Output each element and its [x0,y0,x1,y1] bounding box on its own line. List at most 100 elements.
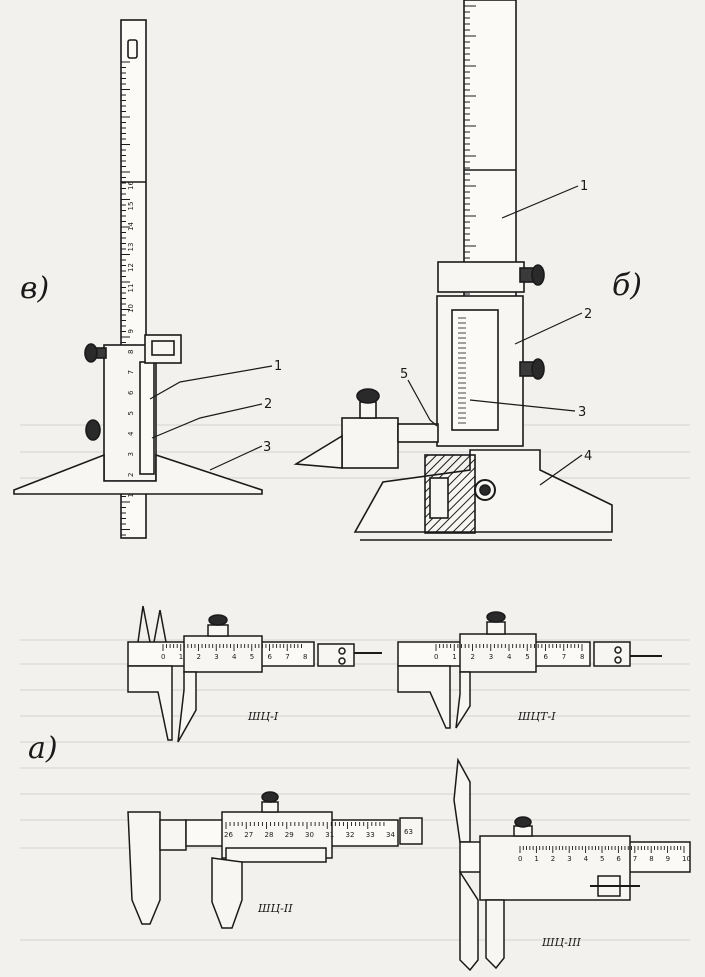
shc1-fixed-jaw [127,665,173,741]
shc3-number: 1 [534,855,538,863]
rule-number: 13 [127,243,135,252]
height-vernier-window [451,309,499,431]
shc1-number: 5 [250,653,254,661]
shc1-number: 8 [303,653,307,661]
shc2-end-tag [399,817,423,845]
shct1-number: 2 [471,653,475,661]
callout-b2: 2 [584,307,592,322]
shc2-number: 32 [346,831,355,839]
shct1-number: 4 [507,653,512,661]
caliper-shc1 [127,605,382,743]
shct1-number: 6 [544,653,549,661]
shc1-upper-jaws [137,605,167,643]
shc1-number: 7 [285,653,289,661]
shc3-clamp-screw [514,816,532,828]
shc3-number: 6 [616,855,621,863]
shc3-number: 2 [551,855,555,863]
rule-number: 5 [127,411,135,415]
shc1-number: 2 [197,653,201,661]
shc1-tail [317,643,355,667]
caption-shc2: ШЦ-II [257,902,293,915]
rule-number: 16 [127,181,135,190]
shc2-clamp-screw [261,791,279,803]
rule-number: 1 [127,493,135,497]
shct1-number: 0 [434,653,438,661]
shc2-number: 30 [305,831,314,839]
callout-b4: 4 [584,449,592,464]
height-vernier-ticks [458,317,466,424]
rule-number: 10 [127,304,135,313]
shc1-clamp-screw [208,614,228,626]
scriber-holder [341,417,399,469]
vernier-window [139,361,155,475]
shc1-number: 6 [268,653,273,661]
shc2-number: 31 [325,831,334,839]
leader-b5 [407,379,438,427]
leader-b2 [514,312,583,345]
shct1-number: 8 [580,653,584,661]
rule-number: 12 [127,263,135,272]
callout-v3: 3 [263,440,271,455]
rule-number: 6 [127,390,135,395]
shc1-number: 4 [232,653,237,661]
height-rule-ticks [464,5,476,295]
shct1-number: 1 [452,653,456,661]
shc3-moving-jaw [485,899,505,970]
caliper-shc3 [453,757,691,972]
shct1-scale-numbers: 0 1 2 3 4 5 6 7 8 [434,653,584,661]
rule-slot [127,39,138,59]
shc3-number: 3 [567,855,571,863]
rule-number: 14 [127,222,135,231]
shc2-end-tag-text: 63 [404,828,413,836]
shc3-number: 5 [600,855,604,863]
shc2-number: 27 [244,831,253,839]
leader-v2 [151,403,263,439]
height-gauge-panel [293,0,613,541]
shc3-number: 0 [518,855,522,863]
height-gauge-rule [463,0,517,301]
rule-number: 15 [127,202,135,211]
shc1-number: 1 [179,653,183,661]
shc2-number: 28 [265,831,274,839]
rule-number: 3 [127,452,135,456]
rule-number: 2 [127,473,135,477]
depth-gauge-clamp [144,334,182,364]
shc3-number: 4 [584,855,589,863]
panel-label-a: а) [28,731,58,766]
shc2-number: 26 [224,831,233,839]
clamp-screw [531,264,545,286]
rule-number: 4 [127,431,135,436]
callout-b5: 5 [400,367,408,382]
shct1-number: 5 [525,653,529,661]
shc2-moving-jaw [211,857,243,929]
scriber-tip [293,434,343,469]
shc3-fixed-jaw [459,869,479,972]
shct1-number: 3 [489,653,493,661]
caliper-shct1 [397,611,662,729]
leader-v1 [149,365,273,400]
depth-gauge-panel [13,19,273,539]
shc2-fine-feed [225,847,327,863]
scriber-knob [356,388,380,404]
shc3-number: 8 [649,855,653,863]
shc1-slider [183,635,263,673]
shct1-tail [593,641,631,667]
shct1-number: 7 [562,653,566,661]
shc1-moving-jaw [177,671,197,743]
leader-b4 [539,454,583,486]
caption-shct1: ШЦТ-I [517,710,556,723]
shct1-moving-jaw [455,671,471,729]
shc3-number: 10 [682,855,691,863]
shct1-slider [459,633,537,673]
rule-number: 8 [127,350,135,354]
rule-number: 9 [127,329,135,333]
callout-b3: 3 [578,405,586,420]
shc2-number: 34 [386,831,395,839]
fine-feed-screw [531,358,545,380]
panel-label-v: в) [20,271,49,306]
